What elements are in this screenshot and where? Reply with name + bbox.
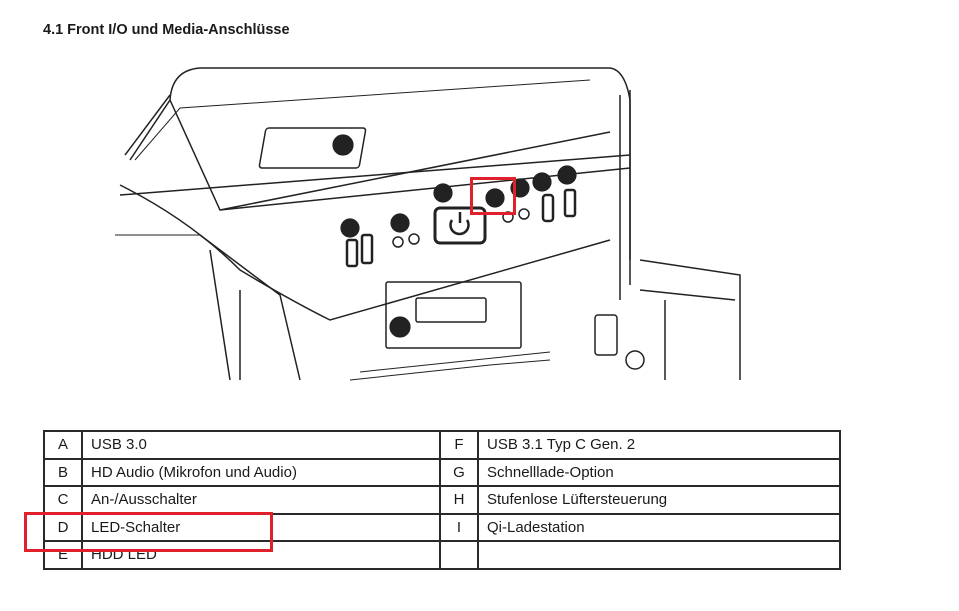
right-key: F xyxy=(439,430,479,460)
left-key: B xyxy=(43,457,83,487)
callout-i: I xyxy=(339,139,343,154)
highlight-row-d xyxy=(24,512,273,552)
front-io-illustration: I A B C D E F G H xyxy=(115,67,741,381)
right-key: I xyxy=(439,512,479,542)
svg-text:A: A xyxy=(345,222,354,237)
left-key: E xyxy=(43,540,83,570)
right-value: Schnelllade-Option xyxy=(477,457,841,487)
svg-text:F: F xyxy=(538,176,545,191)
left-key: C xyxy=(43,485,83,515)
left-value: HD Audio (Mikrofon und Audio) xyxy=(81,457,441,487)
highlight-callout-d xyxy=(470,177,516,215)
right-value: Qi-Ladestation xyxy=(477,512,841,542)
right-value xyxy=(477,540,841,570)
svg-text:E: E xyxy=(515,182,523,197)
right-value: USB 3.1 Typ C Gen. 2 xyxy=(477,430,841,460)
right-key: H xyxy=(439,485,479,515)
svg-text:H: H xyxy=(395,321,405,336)
section-heading: 4.1 Front I/O und Media-Anschlüsse xyxy=(43,22,290,38)
left-value: An-/Ausschalter xyxy=(81,485,441,515)
right-key: G xyxy=(439,457,479,487)
svg-text:C: C xyxy=(438,187,447,202)
svg-text:G: G xyxy=(562,169,572,184)
svg-text:D: D xyxy=(490,192,500,207)
left-value: USB 3.0 xyxy=(81,430,441,460)
left-key: A xyxy=(43,430,83,460)
right-key xyxy=(439,540,479,570)
right-value: Stufenlose Lüftersteuerung xyxy=(477,485,841,515)
svg-text:B: B xyxy=(395,217,404,232)
left-key: D xyxy=(43,512,83,542)
